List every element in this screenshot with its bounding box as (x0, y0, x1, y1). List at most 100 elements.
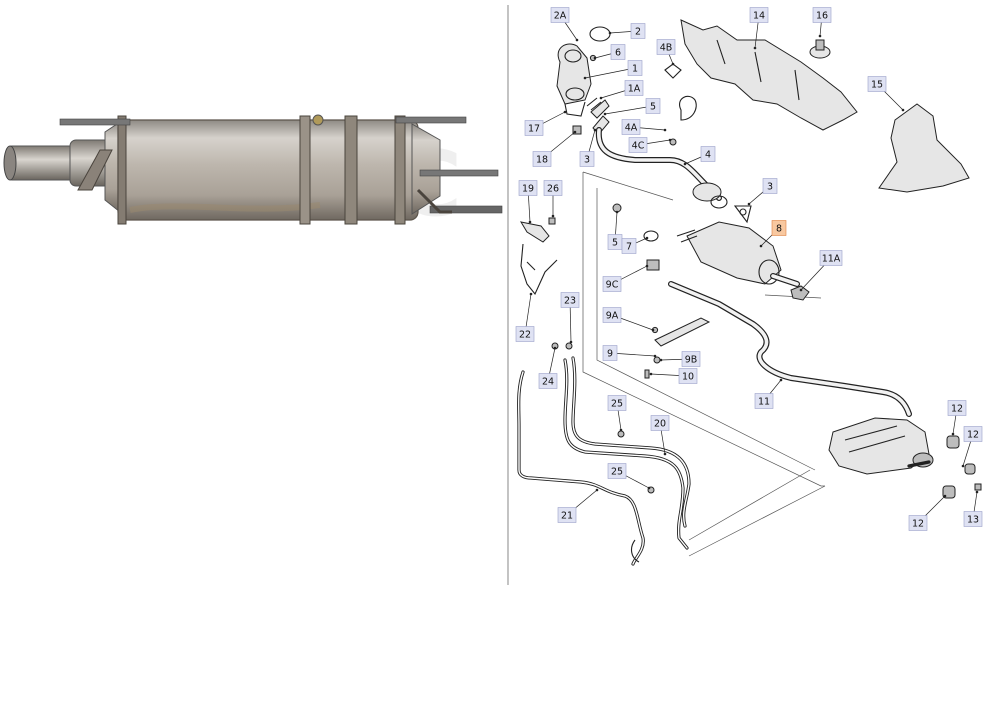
pressure-tubes-part (517, 342, 691, 566)
callout-6[interactable]: 6 (610, 44, 626, 60)
callout-23[interactable]: 23 (560, 292, 580, 308)
callout-4c[interactable]: 4C (628, 137, 648, 153)
leader-dot-c-15 (901, 108, 905, 112)
callout-label: 25 (611, 467, 623, 478)
callout-label: 15 (871, 80, 883, 91)
callout-label: 19 (522, 184, 534, 195)
leader-dot-c-7 (645, 236, 649, 240)
callout-14[interactable]: 14 (749, 7, 769, 23)
callout-1[interactable]: 1 (627, 60, 643, 76)
clamp-part (679, 95, 697, 121)
callout-label: 5 (612, 238, 618, 249)
mount-9c-part (646, 259, 660, 271)
leader-dot-c-16 (818, 34, 822, 38)
callout-label: 6 (615, 48, 621, 59)
callout-12b[interactable]: 12 (963, 426, 983, 442)
callout-18[interactable]: 18 (532, 151, 552, 167)
leader-dot-c-21 (595, 488, 599, 492)
front-pipe-part (595, 127, 728, 209)
leader-dot-c-4a (663, 128, 667, 132)
callout-1a[interactable]: 1A (624, 80, 644, 96)
callout-25a[interactable]: 25 (607, 395, 627, 411)
callout-label: 26 (547, 184, 559, 195)
callout-3b[interactable]: 3 (762, 178, 778, 194)
callout-label: 8 (776, 224, 782, 235)
gasket-7-part (643, 230, 659, 242)
leader-dot-c-6 (593, 56, 597, 60)
underbody-outline-bottom-inner (688, 469, 811, 541)
leader-dot-c-1 (583, 76, 587, 80)
leader-dot-c-3a (593, 128, 597, 132)
callout-22[interactable]: 22 (515, 326, 535, 342)
callout-label: 11 (758, 397, 770, 408)
callout-12a[interactable]: 12 (947, 400, 967, 416)
leader-dot-c-20 (663, 452, 667, 456)
callout-21[interactable]: 21 (557, 507, 577, 523)
leader-dot-c-18 (573, 130, 577, 134)
product-photo: G M C (3, 114, 503, 237)
callout-label: 12 (912, 519, 924, 530)
underbody-outline (582, 172, 825, 487)
callout-7[interactable]: 7 (621, 238, 637, 254)
callout-4a[interactable]: 4A (621, 119, 641, 135)
callout-24[interactable]: 24 (538, 373, 558, 389)
callout-label: 13 (967, 515, 979, 526)
callout-8[interactable]: 8 (771, 220, 787, 236)
callout-label: 23 (564, 296, 576, 307)
callout-11[interactable]: 11 (754, 393, 774, 409)
callout-9a[interactable]: 9A (602, 307, 622, 323)
callout-label: 18 (536, 155, 548, 166)
callout-label: 21 (561, 511, 573, 522)
underbody-outline-bottom (688, 485, 826, 557)
callout-9c[interactable]: 9C (602, 276, 622, 292)
callout-9b[interactable]: 9B (681, 351, 701, 367)
callout-label: 3 (584, 155, 590, 166)
callout-label: 20 (654, 419, 666, 430)
callout-2a[interactable]: 2A (550, 7, 570, 23)
leader-dot-c-25a (619, 428, 623, 432)
leader-dot-c-13 (975, 490, 979, 494)
callout-2[interactable]: 2 (630, 23, 646, 39)
leader-dot-c-8 (759, 244, 763, 248)
callout-9[interactable]: 9 (602, 345, 618, 361)
gasket-triangle-part (733, 205, 752, 224)
callout-12c[interactable]: 12 (908, 515, 928, 531)
callout-11a[interactable]: 11A (819, 250, 843, 266)
leader-dot-c-11 (779, 378, 783, 382)
callout-4b[interactable]: 4B (656, 39, 676, 55)
underbody-outline-inner (596, 188, 816, 471)
callout-16[interactable]: 16 (812, 7, 832, 23)
callout-10[interactable]: 10 (678, 368, 698, 384)
callout-20[interactable]: 20 (650, 415, 670, 431)
callout-label: 14 (753, 11, 765, 22)
callout-25b[interactable]: 25 (607, 463, 627, 479)
leader-dot-c-5b (615, 210, 619, 214)
leader-c-5a (604, 105, 654, 115)
callout-label: 9 (607, 349, 613, 360)
callout-label: 1A (628, 84, 641, 95)
leader-dot-c-4c (668, 138, 672, 142)
callout-label: 16 (816, 11, 828, 22)
callout-26[interactable]: 26 (543, 180, 563, 196)
callout-label: 9A (606, 311, 619, 322)
callout-13[interactable]: 13 (963, 511, 983, 527)
leader-dot-c-24 (553, 346, 557, 350)
heat-shield-part (680, 19, 858, 131)
callout-17[interactable]: 17 (524, 120, 544, 136)
callout-19[interactable]: 19 (518, 180, 538, 196)
leader-dot-c-4b (671, 62, 675, 66)
callout-3a[interactable]: 3 (579, 151, 595, 167)
callout-label: 1 (632, 64, 638, 75)
callout-label: 17 (528, 124, 540, 135)
callout-label: 4C (632, 141, 645, 152)
gasket-ring-part (589, 26, 611, 42)
callout-label: 4B (660, 43, 673, 54)
leader-dot-c-2 (608, 31, 612, 35)
callout-5b[interactable]: 5 (607, 234, 623, 250)
leader-c-9 (609, 352, 656, 357)
leader-c-1 (584, 67, 636, 79)
callout-15[interactable]: 15 (867, 76, 887, 92)
bracket-part (644, 317, 711, 379)
callout-5a[interactable]: 5 (645, 98, 661, 114)
callout-4[interactable]: 4 (700, 146, 716, 162)
